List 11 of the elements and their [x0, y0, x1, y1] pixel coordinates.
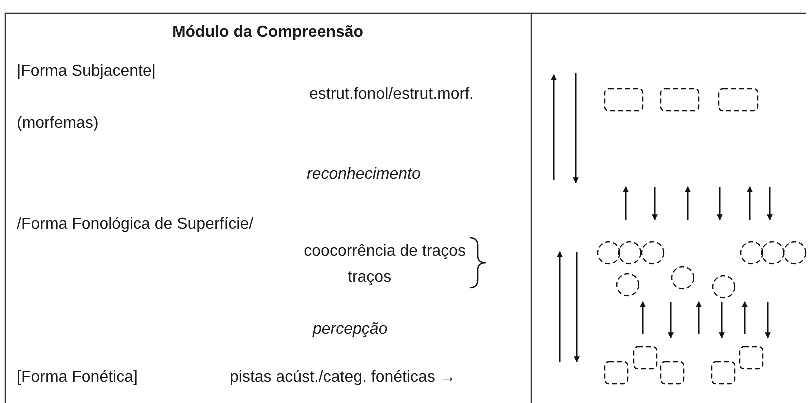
table-heading: Módulo da Compreensão	[172, 24, 364, 42]
feature-label: coocorrência de traços	[304, 243, 466, 261]
structure-label: estrut.fonol/estrut.morf.	[309, 86, 474, 104]
process-label: reconhecimento	[307, 166, 421, 184]
level-note: (morfemas)	[17, 115, 99, 133]
cue-label: pistas acúst./categ. fonéticas →	[230, 369, 456, 387]
level-label: [Forma Fonética]	[17, 369, 138, 387]
process-label: percepção	[313, 321, 388, 339]
level-label: /Forma Fonológica de Superfície/	[17, 216, 254, 234]
level-label: |Forma Subjacente|	[17, 63, 156, 81]
feature-label: traços	[348, 269, 392, 287]
